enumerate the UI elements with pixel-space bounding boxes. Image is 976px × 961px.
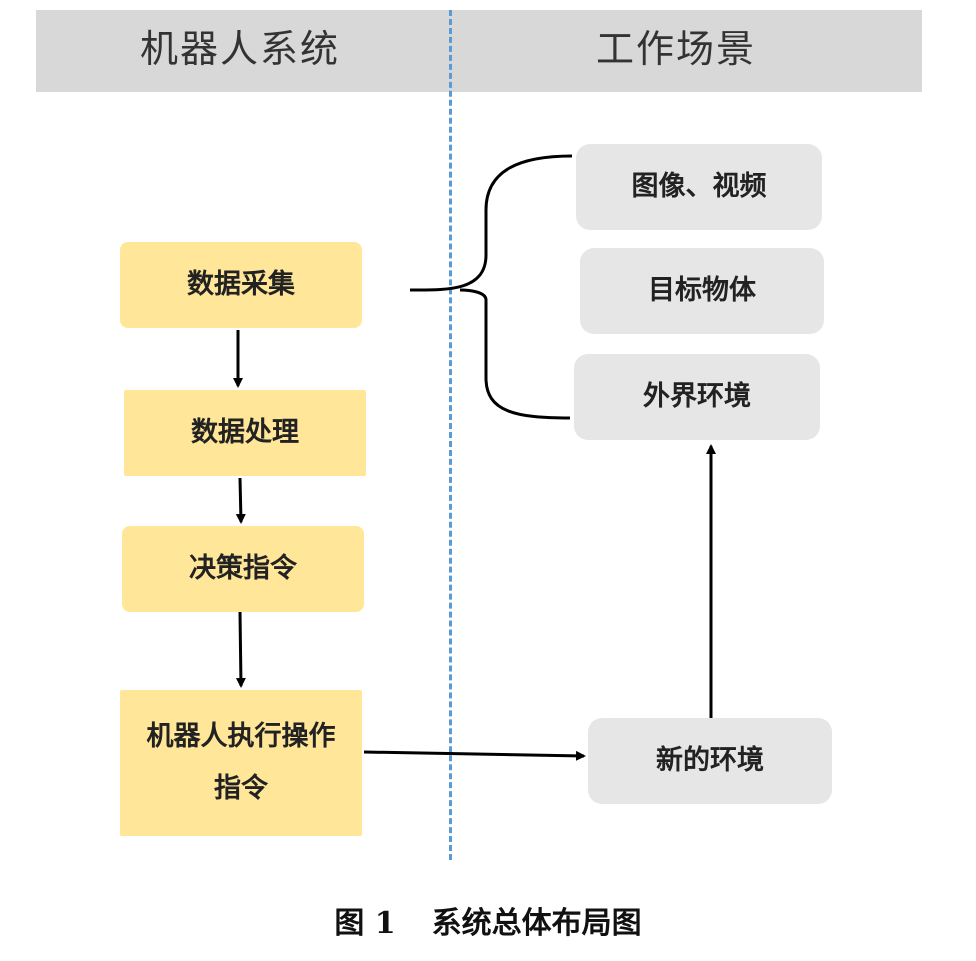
node-data-processing: 数据处理: [124, 390, 366, 476]
node-external-environment: 外界环境: [574, 354, 820, 440]
arrow-process-to-decide: [235, 477, 246, 524]
node-decision-command: 决策指令: [122, 526, 364, 612]
node-new-environment: 新的环境: [588, 718, 832, 804]
brace-connector: [409, 154, 573, 420]
column-divider: [449, 10, 452, 860]
header-title-work-scene: 工作场景: [596, 27, 757, 71]
arrow-decide-to-execute: [235, 611, 246, 688]
header-title-robot-system: 机器人系统: [140, 27, 341, 71]
figure-caption: 图 1 系统总体布局图: [0, 898, 976, 942]
arrow-execute-to-new-env: [363, 750, 586, 761]
figure-title: 系统总体布局图: [431, 906, 642, 941]
header-bar: [36, 10, 922, 92]
figure-number: 图 1: [334, 906, 396, 941]
node-image-video: 图像、视频: [576, 144, 822, 230]
node-robot-execution: 机器人执行操作指令: [120, 690, 362, 836]
node-target-object: 目标物体: [580, 248, 824, 334]
node-data-collection: 数据采集: [120, 242, 362, 328]
